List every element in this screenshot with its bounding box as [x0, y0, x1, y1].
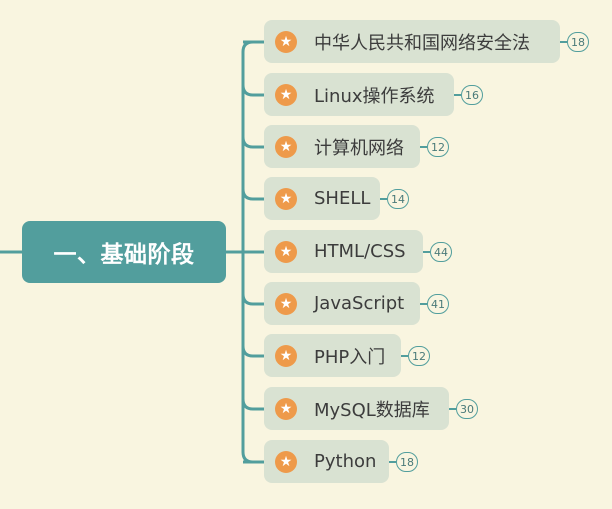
count-badge: 12 [427, 137, 449, 157]
topic-label: PHP入门 [314, 346, 386, 368]
topic-node-html-css[interactable]: ★ HTML/CSS [264, 230, 423, 273]
count-badge: 44 [430, 242, 452, 262]
topic-label: JavaScript [314, 293, 405, 314]
branch-line-8 [241, 398, 264, 411]
star-icon: ★ [275, 344, 297, 367]
star-icon: ★ [275, 240, 297, 263]
count-badge: 18 [567, 32, 589, 52]
count-badge: 41 [427, 294, 449, 314]
topic-label: 中华人民共和国网络安全法 [314, 32, 530, 54]
topic-node-mysql[interactable]: ★ MySQL数据库 [264, 387, 449, 430]
star-icon: ★ [275, 397, 297, 420]
count-badge: 14 [387, 189, 409, 209]
topic-label: MySQL数据库 [314, 399, 430, 421]
branch-line-3 [241, 136, 264, 149]
topic-node-shell[interactable]: ★ SHELL [264, 177, 380, 220]
branch-line-4 [241, 188, 264, 201]
topic-label: Python [314, 451, 377, 472]
star-icon: ★ [275, 187, 297, 210]
topic-label: HTML/CSS [314, 241, 406, 262]
topic-node-computer-network[interactable]: ★ 计算机网络 [264, 125, 420, 168]
count-badge: 30 [456, 399, 478, 419]
star-icon: ★ [275, 30, 297, 53]
topic-node-linux[interactable]: ★ Linux操作系统 [264, 73, 454, 116]
topic-node-javascript[interactable]: ★ JavaScript [264, 282, 420, 325]
count-badge: 18 [396, 452, 418, 472]
topic-label: SHELL [314, 188, 371, 209]
branch-line-6 [241, 293, 264, 306]
topic-label: 计算机网络 [314, 137, 404, 159]
topic-node-python[interactable]: ★ Python [264, 440, 389, 483]
star-icon: ★ [275, 450, 297, 473]
count-badge: 12 [408, 346, 430, 366]
root-topic-label: 一、基础阶段 [53, 242, 195, 268]
topic-node-cybersecurity-law[interactable]: ★ 中华人民共和国网络安全法 [264, 20, 560, 63]
star-icon: ★ [275, 135, 297, 158]
root-topic[interactable]: 一、基础阶段 [22, 221, 226, 283]
topic-label: Linux操作系统 [314, 85, 435, 107]
branch-line-2 [241, 84, 264, 97]
star-icon: ★ [275, 292, 297, 315]
branch-line-7 [241, 345, 264, 358]
count-badge: 16 [461, 85, 483, 105]
topic-node-php[interactable]: ★ PHP入门 [264, 334, 401, 377]
star-icon: ★ [275, 83, 297, 106]
